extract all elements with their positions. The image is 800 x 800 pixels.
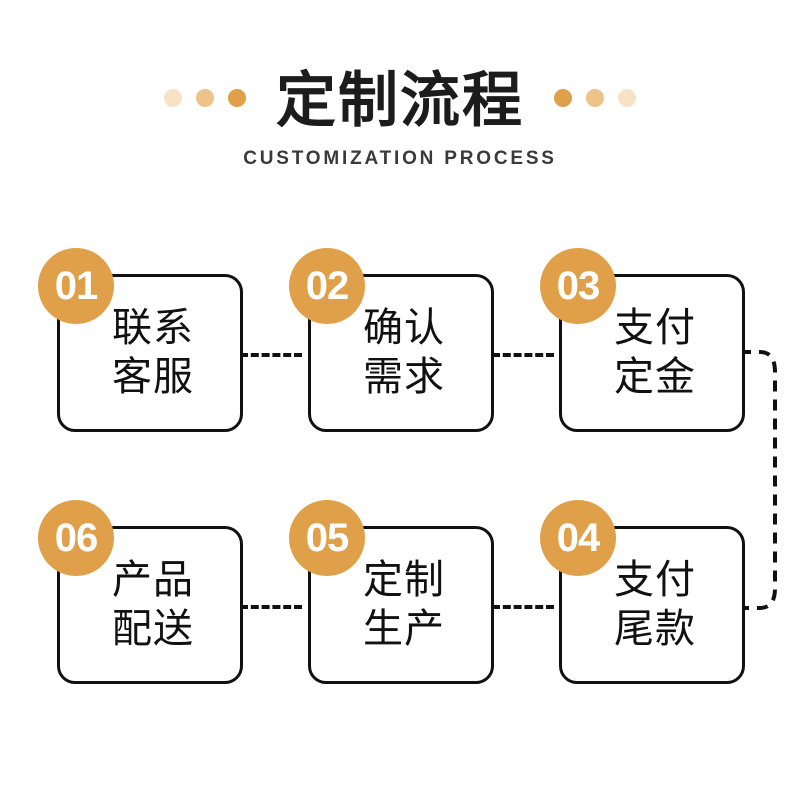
dot-right-3 — [618, 89, 636, 107]
dot-right-1 — [554, 89, 572, 107]
step-badge-01: 01 — [38, 248, 114, 324]
step-badge-05: 05 — [289, 500, 365, 576]
step-badge-03: 03 — [540, 248, 616, 324]
step-badge-02: 02 — [289, 248, 365, 324]
dot-left-1 — [164, 89, 182, 107]
dot-right-2 — [586, 89, 604, 107]
connector-04-05 — [492, 605, 554, 609]
header: 定制流程 CUSTOMIZATION PROCESS — [0, 60, 800, 180]
page-title: 定制流程 — [276, 66, 524, 136]
step-label-02: 确认 需求 — [363, 305, 445, 400]
step-badge-06: 06 — [38, 500, 114, 576]
dot-left-3 — [228, 89, 246, 107]
decorative-dots-right — [554, 89, 636, 113]
step-label-03: 支付 定金 — [614, 305, 696, 400]
connector-05-06 — [240, 605, 302, 609]
step-label-01: 联系 客服 — [112, 305, 194, 400]
step-badge-04: 04 — [540, 500, 616, 576]
step-card-01[interactable]: 联系 客服 — [57, 274, 243, 432]
title-row: 定制流程 — [0, 60, 800, 142]
step-label-06: 产品 配送 — [112, 557, 194, 652]
connector-02-03 — [492, 353, 554, 357]
decorative-dots-left — [164, 89, 246, 113]
step-card-06[interactable]: 产品 配送 — [57, 526, 243, 684]
step-label-05: 定制 生产 — [363, 557, 445, 652]
connector-01-02 — [240, 353, 302, 357]
dot-left-2 — [196, 89, 214, 107]
step-label-04: 支付 尾款 — [614, 557, 696, 652]
connector-03-04 — [740, 350, 777, 610]
page-subtitle: CUSTOMIZATION PROCESS — [243, 148, 557, 169]
